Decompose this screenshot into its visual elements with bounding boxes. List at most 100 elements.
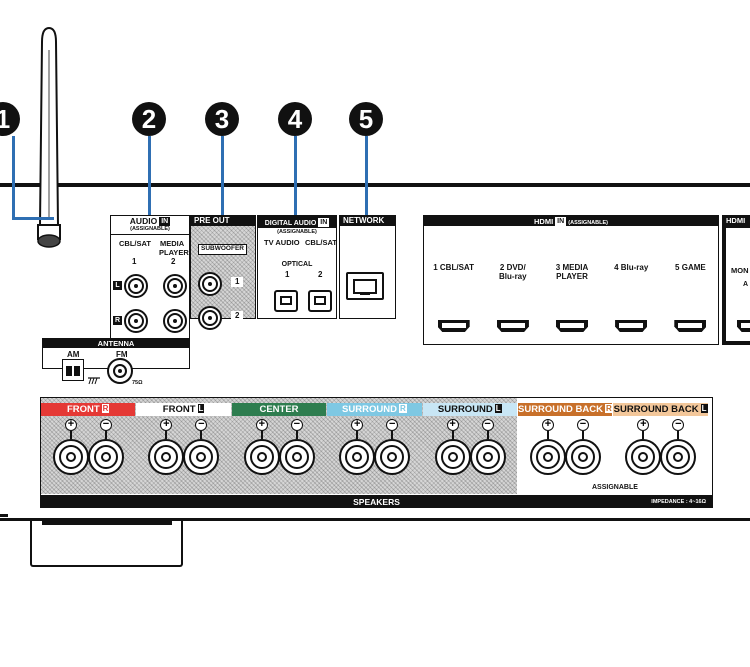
speaker-group-7-label: SURROUND BACK [613, 404, 699, 415]
hdmi-in-3-port[interactable] [555, 319, 589, 333]
audio-in-assignable: (ASSIGNABLE) [130, 226, 170, 232]
speaker-group-3-label: CENTER [259, 404, 299, 415]
hdmi-in-3-num: 3 [555, 263, 563, 272]
subwoofer-1-jack[interactable] [198, 272, 222, 296]
hdmi-in-4-num: 4 [614, 263, 621, 272]
speakers-assignable: ASSIGNABLE [592, 484, 638, 491]
pre-out-panel: PRE OUT SUBWOOFER 1 2 [190, 215, 256, 330]
hdmi-in-assignable: (ASSIGNABLE) [568, 220, 608, 226]
speaker-group-7-minus-icon: − [672, 419, 685, 431]
chassis-top-edge [0, 183, 750, 187]
digital-audio-optical: OPTICAL [281, 261, 313, 268]
speaker-group-2-plus-stem [165, 431, 168, 439]
speaker-group-7-minus-terminal[interactable] [660, 439, 697, 475]
digital-audio-title-text: DIGITAL AUDIO [264, 220, 317, 227]
hdmi-out-body: MON A [726, 228, 750, 341]
speaker-group-4-label: SURROUND [342, 404, 397, 415]
audio-in-badge: IN [159, 217, 171, 226]
speaker-group-4-plus-stem [356, 431, 359, 439]
speaker-group-2-plus-terminal[interactable] [148, 439, 185, 475]
fm-jack[interactable] [107, 358, 133, 384]
am-terminal[interactable] [62, 359, 84, 381]
subwoofer-1-num: 1 [231, 277, 244, 287]
optical-2-jack[interactable] [308, 290, 332, 312]
hdmi-in-1-port[interactable] [436, 319, 471, 333]
speaker-group-4-plus-terminal[interactable] [339, 439, 376, 475]
speaker-group-6-plus-terminal[interactable] [530, 439, 566, 475]
digital-audio-num-1: 1 [285, 270, 290, 279]
chassis-left-step [0, 514, 8, 517]
ground-icon [88, 372, 100, 385]
speaker-group-7-plus-stem [642, 431, 645, 439]
callout-5: 5 [349, 102, 383, 136]
speaker-group-3-header: CENTER [231, 403, 327, 416]
speaker-group-5-plus-terminal[interactable] [434, 439, 471, 475]
speaker-group-3-plus-terminal[interactable] [243, 439, 280, 475]
speaker-group-4-minus-terminal[interactable] [374, 439, 411, 475]
speaker-group-3-minus-icon: − [290, 419, 303, 431]
optical-1-jack[interactable] [274, 290, 298, 312]
audio-in-left-mark: L [113, 281, 122, 290]
speaker-group-7-minus-stem [677, 431, 680, 439]
subwoofer-2-jack[interactable] [198, 306, 222, 330]
speaker-group-4-badge: R [398, 404, 407, 413]
callout-1: 1 [0, 102, 20, 136]
speaker-group-6-minus-icon: − [577, 419, 589, 431]
speaker-group-1-plus-terminal[interactable] [53, 439, 89, 475]
pre-out-subwoofer-label: SUBWOOFER [198, 244, 247, 255]
hdmi-in-2-name: DVD/ [506, 263, 526, 272]
chassis-bottom-edge [0, 518, 750, 521]
speaker-group-2-plus-icon: + [160, 419, 173, 431]
audio-in-cblsat-left-jack[interactable] [124, 274, 148, 298]
speaker-group-4-minus-stem [391, 431, 394, 439]
speaker-group-6-minus-terminal[interactable] [565, 439, 601, 475]
hdmi-in-5-label: 5 GAME [660, 263, 720, 272]
speaker-group-2-badge: L [197, 404, 205, 413]
audio-in-right-mark-text: R [114, 317, 121, 324]
speaker-group-6-plus-stem [547, 431, 549, 439]
hdmi-out-port[interactable] [736, 319, 750, 333]
leader-1-vertical [12, 136, 15, 220]
audio-in-media-right-jack[interactable] [163, 309, 187, 333]
speaker-group-2-minus-terminal[interactable] [183, 439, 220, 475]
hdmi-in-5-port[interactable] [673, 319, 708, 333]
hdmi-out-mon: MON [731, 266, 749, 275]
hdmi-in-1-label: 1 CBL/SAT [424, 263, 484, 272]
callout-3: 3 [205, 102, 239, 136]
leader-3 [221, 136, 224, 216]
speakers-title: SPEAKERS [353, 496, 400, 507]
speaker-group-5-label: SURROUND [437, 404, 493, 415]
speaker-group-7-plus-terminal[interactable] [625, 439, 662, 475]
hdmi-in-4-name: Blu-ray [620, 263, 649, 272]
hdmi-in-2-port[interactable] [495, 319, 530, 333]
audio-in-cblsat-right-jack[interactable] [124, 309, 148, 333]
speaker-group-3-minus-terminal[interactable] [278, 439, 315, 475]
hdmi-in-3-name-line2: PLAYER [556, 272, 588, 281]
hdmi-in-4-port[interactable] [614, 319, 649, 333]
hdmi-in-badge: IN [555, 217, 567, 226]
speaker-group-1-minus-icon: − [100, 419, 112, 431]
am-terminal-slot-2 [74, 366, 80, 376]
speaker-group-4-minus-icon: − [386, 419, 399, 431]
speaker-group-1-label: FRONT [66, 404, 100, 415]
audio-in-divider [111, 234, 189, 235]
fm-label: FM [116, 350, 128, 359]
speaker-group-1-minus-terminal[interactable] [88, 439, 124, 475]
leader-2 [148, 136, 151, 216]
audio-in-media-left-jack[interactable] [163, 274, 187, 298]
speaker-group-5-minus-stem [486, 431, 489, 439]
speaker-group-2-label: FRONT [162, 404, 196, 415]
speaker-group-2-minus-icon: − [195, 419, 208, 431]
audio-in-col1-name: CBL/SAT [119, 239, 151, 248]
foot-inner [42, 521, 172, 525]
ethernet-jack[interactable] [346, 272, 384, 300]
speaker-group-5-minus-terminal[interactable] [469, 439, 506, 475]
hdmi-in-2-label: 2 DVD/Blu-ray [483, 263, 543, 281]
